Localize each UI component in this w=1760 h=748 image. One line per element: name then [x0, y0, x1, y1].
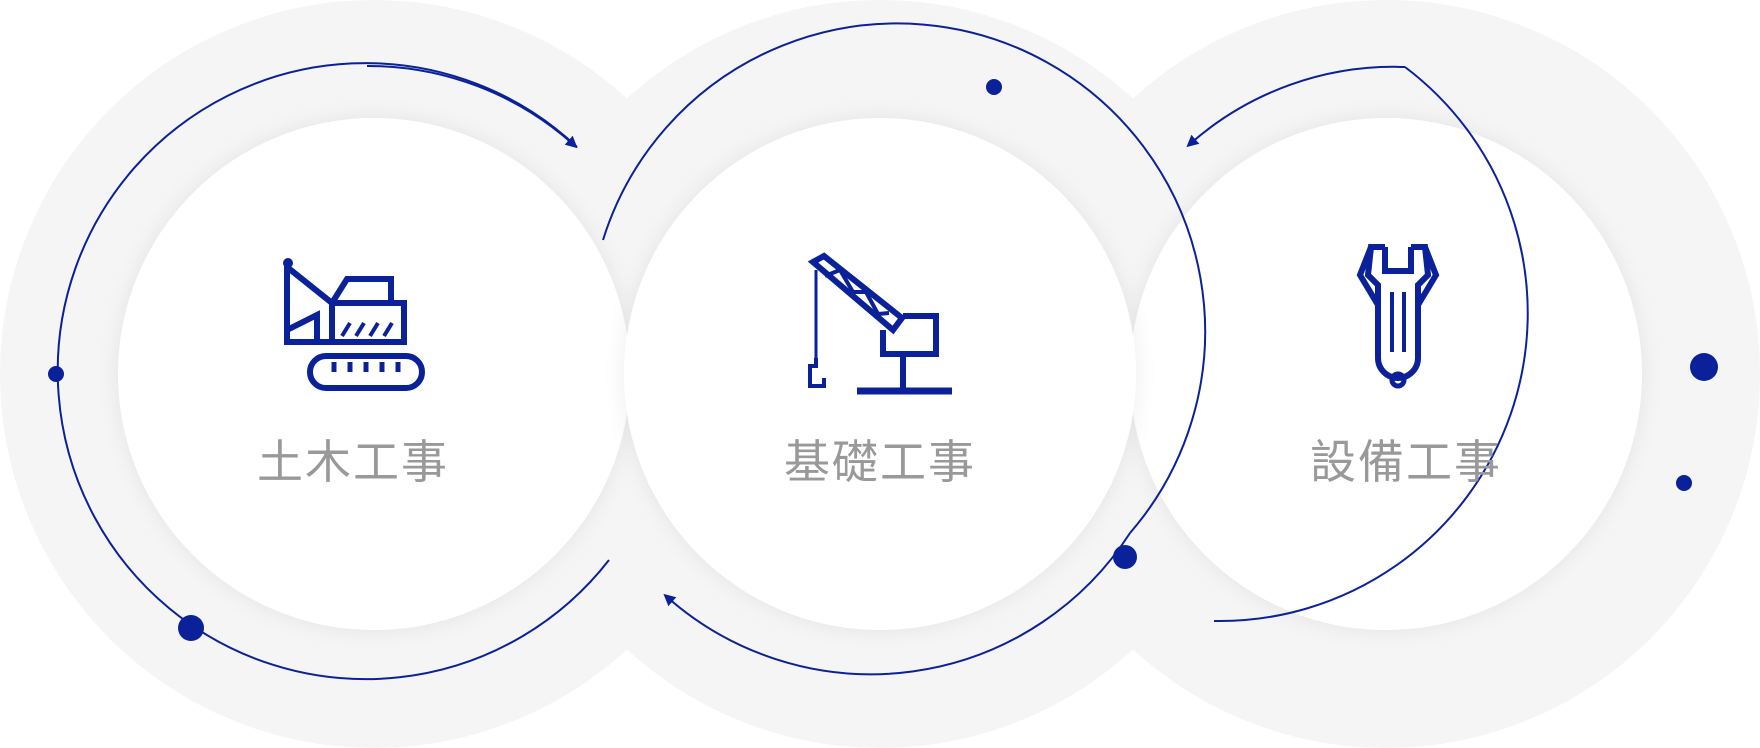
inner-disks	[118, 118, 1642, 630]
arc-equipment-arrow	[1186, 65, 1406, 148]
excavator-icon	[283, 258, 425, 391]
arc-civil-main	[56, 62, 610, 681]
orbit-dot	[986, 79, 1002, 95]
orbit-dots	[48, 79, 1718, 641]
arc-foundation-arrow	[663, 532, 1131, 676]
card-label-civil: 土木工事	[257, 435, 449, 489]
crane-icon	[807, 252, 952, 395]
orbit-dot	[178, 615, 204, 641]
orbit-dot	[1690, 353, 1718, 381]
arc-equipment-main	[1213, 66, 1529, 623]
card-label-foundation: 基礎工事	[784, 435, 976, 489]
card-label-equipment: 設備工事	[1310, 435, 1502, 489]
orbit-dot	[48, 366, 64, 382]
disk-civil	[118, 118, 630, 630]
wrench-icon	[1356, 244, 1440, 389]
disk-foundation	[624, 118, 1136, 630]
orbit-arcs	[56, 22, 1529, 681]
orbit-dot	[1113, 545, 1137, 569]
arc-civil-arrow	[366, 64, 578, 149]
arc-foundation-main	[602, 22, 1207, 534]
orbit-dot	[1676, 475, 1692, 491]
